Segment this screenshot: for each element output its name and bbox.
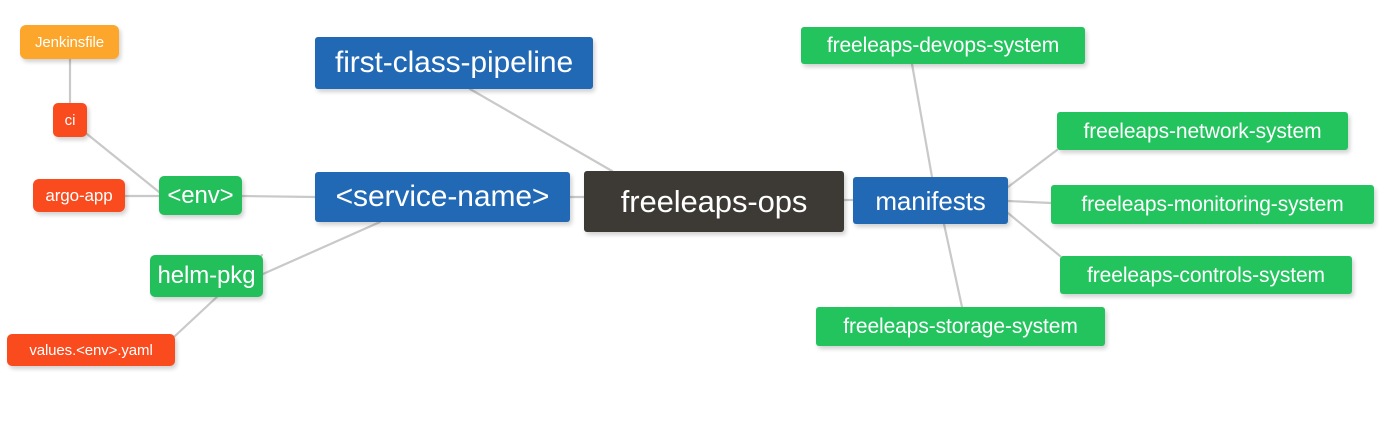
edge-helm-pkg-to-service-name <box>261 220 382 276</box>
node-ci[interactable]: ci <box>53 103 87 137</box>
edge-manifests-to-monitoring <box>1006 199 1053 205</box>
node-label: ci <box>64 111 76 129</box>
node-label: <service-name> <box>335 180 550 213</box>
node-label: Jenkinsfile <box>35 33 104 51</box>
node-label: manifests <box>875 185 986 216</box>
node-storage[interactable]: freeleaps-storage-system <box>816 307 1105 346</box>
node-label: freeleaps-network-system <box>1083 119 1322 143</box>
node-manifests[interactable]: manifests <box>853 177 1008 224</box>
edge-manifests-to-devops <box>910 62 934 179</box>
node-label: freeleaps-storage-system <box>843 315 1078 338</box>
node-values-yaml[interactable]: values.<env>.yaml <box>7 334 175 366</box>
node-label: freeleaps-ops <box>620 184 808 219</box>
node-label: <env> <box>167 181 234 209</box>
node-label: freeleaps-controls-system <box>1087 263 1325 287</box>
node-label: freeleaps-monitoring-system <box>1081 193 1344 216</box>
node-label: first-class-pipeline <box>334 46 574 79</box>
node-argo-app[interactable]: argo-app <box>33 179 125 212</box>
edge-pipeline-to-freeleaps-ops <box>468 87 614 173</box>
node-devops[interactable]: freeleaps-devops-system <box>801 27 1085 64</box>
node-label: values.<env>.yaml <box>29 341 153 359</box>
node-pipeline[interactable]: first-class-pipeline <box>315 37 593 89</box>
node-service-name[interactable]: <service-name> <box>315 172 570 222</box>
node-helm-pkg[interactable]: helm-pkg <box>150 255 263 297</box>
node-network[interactable]: freeleaps-network-system <box>1057 112 1348 150</box>
node-freeleaps-ops[interactable]: freeleaps-ops <box>584 171 844 232</box>
node-label: helm-pkg <box>157 262 256 289</box>
edge-env-to-service-name <box>240 194 317 199</box>
node-controls[interactable]: freeleaps-controls-system <box>1060 256 1352 294</box>
node-env[interactable]: <env> <box>159 176 242 215</box>
edge-manifests-to-storage <box>942 222 964 309</box>
edge-manifests-to-network <box>1006 148 1059 189</box>
node-monitoring[interactable]: freeleaps-monitoring-system <box>1051 185 1374 224</box>
node-label: argo-app <box>45 186 113 205</box>
node-label: freeleaps-devops-system <box>826 34 1060 57</box>
node-jenkinsfile[interactable]: Jenkinsfile <box>20 25 119 59</box>
